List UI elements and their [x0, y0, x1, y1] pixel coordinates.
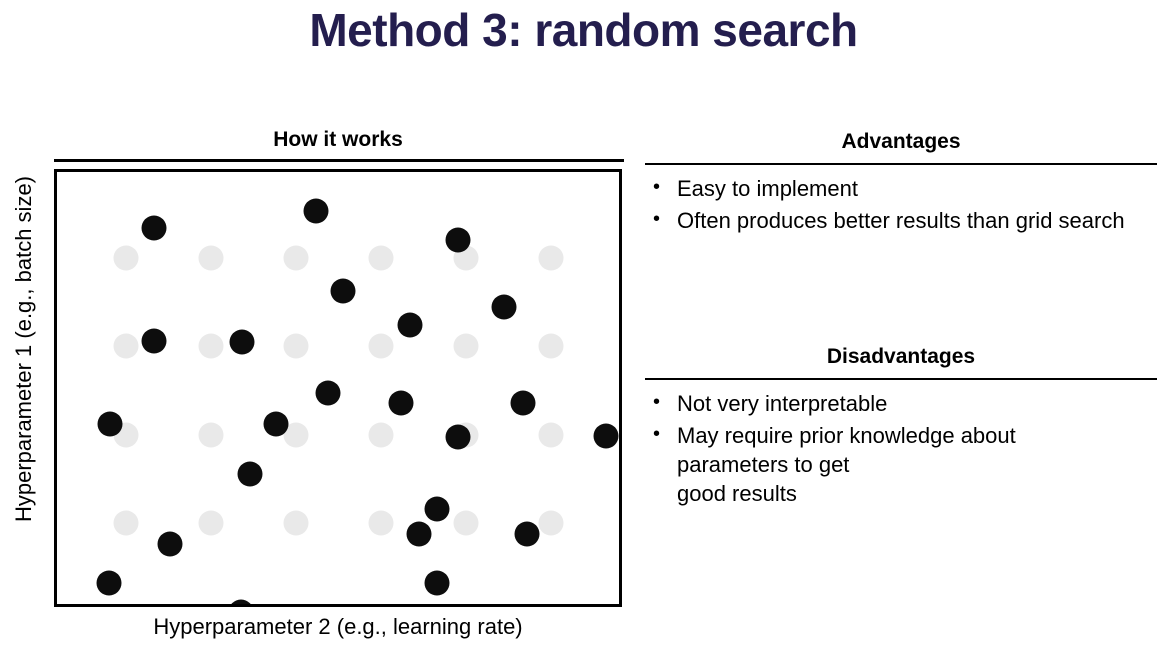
advantages-list: Easy to implementOften produces better r…	[645, 173, 1157, 235]
random-sample-point-marker	[445, 424, 471, 450]
grid-point-marker	[283, 510, 309, 536]
advantages-heading: Advantages	[841, 130, 961, 153]
grid-point-marker	[198, 333, 224, 359]
random-sample-point-marker	[510, 390, 536, 416]
random-sample-point-marker	[514, 521, 540, 547]
grid-point-marker	[453, 333, 479, 359]
grid-point-marker	[453, 510, 479, 536]
random-sample-point-marker	[141, 328, 167, 354]
random-sample-point-marker	[237, 461, 263, 487]
advantages-divider	[645, 163, 1157, 165]
grid-point-marker	[283, 333, 309, 359]
grid-point-marker	[113, 510, 139, 536]
grid-point-marker	[368, 422, 394, 448]
random-sample-point-marker	[96, 570, 122, 596]
disadvantages-list: Not very interpretableMay require prior …	[645, 388, 1157, 508]
random-sample-point-marker	[470, 606, 495, 608]
how-it-works-panel: How it works Hyperparameter 1 (e.g., bat…	[0, 118, 640, 652]
random-sample-point-marker	[445, 227, 471, 253]
grid-point-marker	[198, 422, 224, 448]
random-sample-point-marker	[229, 329, 255, 355]
random-sample-point-marker	[397, 312, 423, 338]
advantage-item: Often produces better results than grid …	[645, 205, 1157, 235]
random-sample-point-marker	[263, 411, 289, 437]
how-it-works-divider	[54, 159, 624, 162]
random-sample-point-marker	[406, 521, 432, 547]
random-sample-point-marker	[315, 380, 341, 406]
random-sample-point-marker	[491, 294, 517, 320]
x-axis-label: Hyperparameter 2 (e.g., learning rate)	[153, 614, 523, 639]
grid-point-marker	[283, 245, 309, 271]
random-sample-point-marker	[228, 599, 254, 604]
random-sample-point-marker	[424, 496, 450, 522]
y-axis-label: Hyperparameter 1 (e.g., batch size)	[11, 175, 36, 523]
random-sample-point-marker	[330, 278, 356, 304]
grid-point-marker	[538, 510, 564, 536]
advantages-section: Advantages Easy to implementOften produc…	[645, 130, 1157, 235]
random-sample-point-marker	[97, 411, 123, 437]
random-sample-point-marker	[303, 198, 329, 224]
random-sample-point-marker	[424, 570, 450, 596]
random-sample-point-marker	[141, 215, 167, 241]
grid-point-marker	[198, 510, 224, 536]
grid-point-marker	[368, 245, 394, 271]
random-sample-point-marker	[388, 390, 414, 416]
page-title: Method 3: random search	[309, 4, 858, 56]
disadvantages-divider	[645, 378, 1157, 381]
grid-point-marker	[538, 245, 564, 271]
grid-point-marker	[368, 510, 394, 536]
grid-point-marker	[538, 422, 564, 448]
grid-point-marker	[113, 333, 139, 359]
advantages-disadvantages-panel: Advantages Easy to implementOften produc…	[645, 130, 1157, 511]
grid-point-marker	[113, 245, 139, 271]
grid-point-marker	[368, 333, 394, 359]
grid-point-marker	[538, 333, 564, 359]
disadvantage-item: Not very interpretable	[645, 388, 1157, 418]
random-sample-point-marker	[157, 531, 183, 557]
disadvantages-section: Disadvantages Not very interpretableMay …	[645, 345, 1157, 508]
grid-point-marker	[198, 245, 224, 271]
scatter-plot-area	[54, 169, 622, 607]
how-it-works-heading: How it works	[273, 128, 403, 151]
disadvantages-heading: Disadvantages	[826, 345, 976, 369]
disadvantage-item: May require prior knowledge about parame…	[645, 420, 1157, 508]
random-sample-point-marker	[593, 423, 619, 449]
advantage-item: Easy to implement	[645, 173, 1157, 203]
